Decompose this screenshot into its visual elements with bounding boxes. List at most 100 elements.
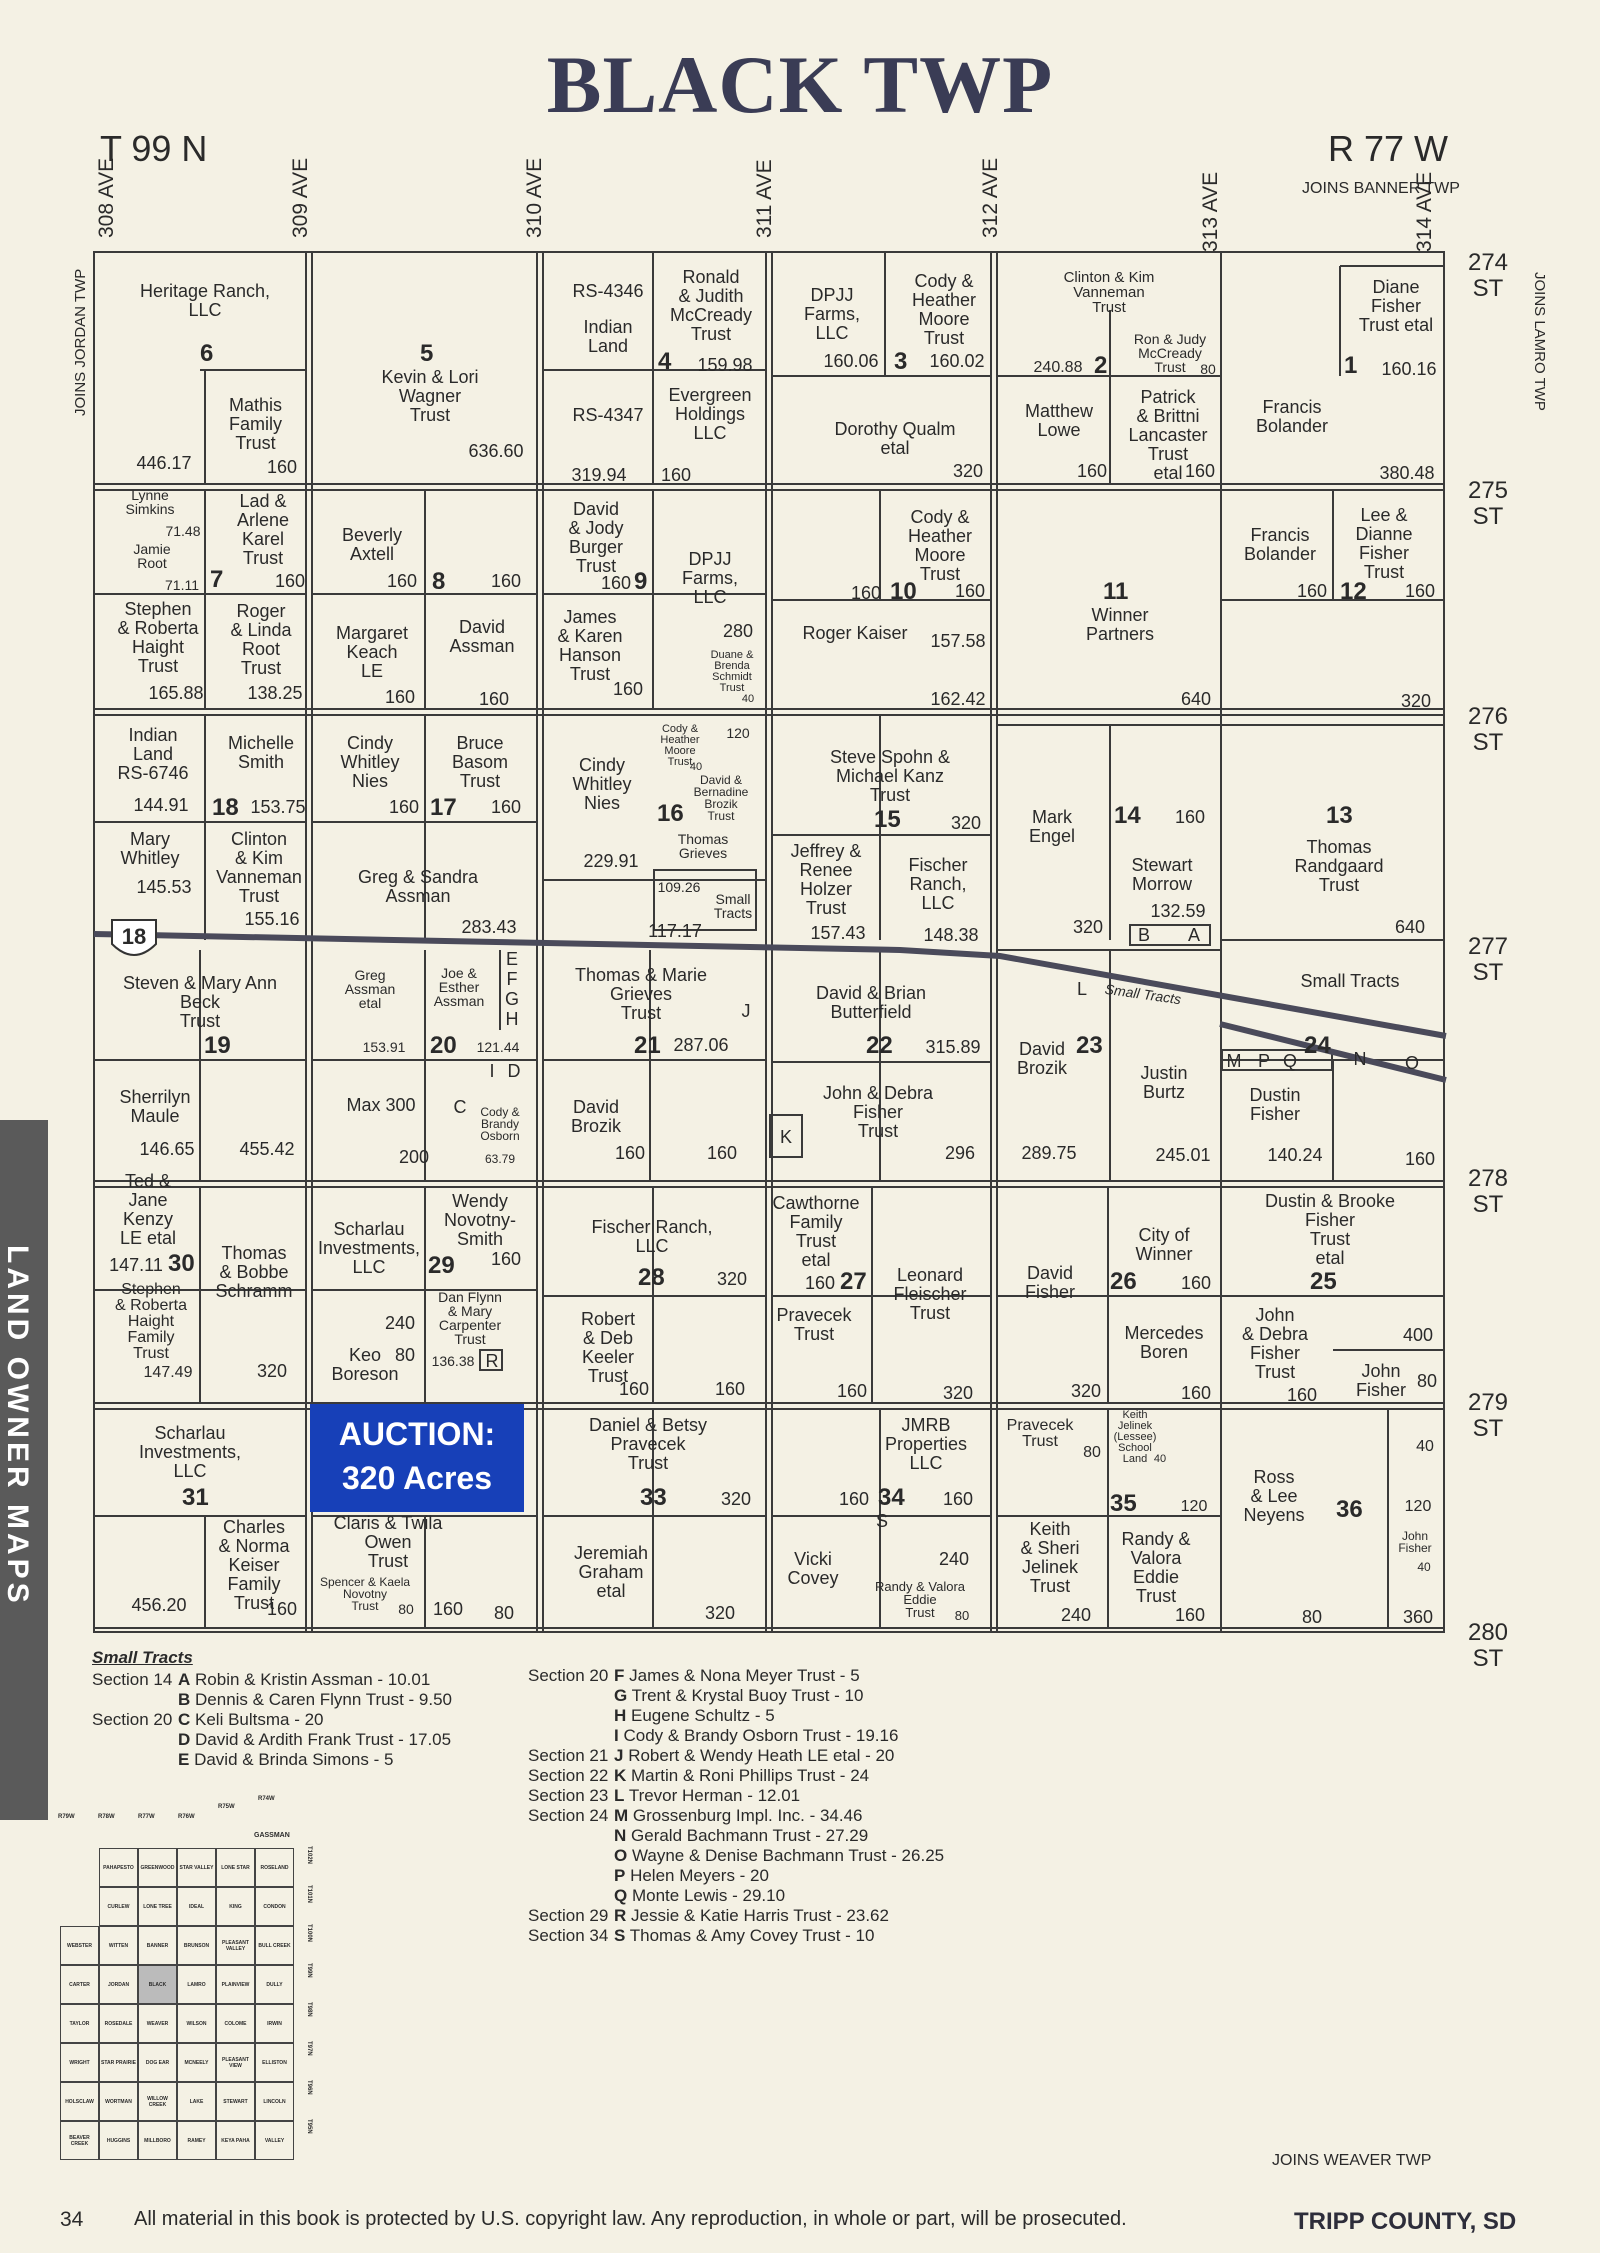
- parcel-owner[interactable]: City of Winner: [1135, 1225, 1193, 1264]
- parcel-owner[interactable]: Thomas & Bobbe Schramm: [215, 1243, 293, 1301]
- parcel-owner[interactable]: Ted & Jane Kenzy LE etal: [119, 1171, 177, 1248]
- parcel-owner[interactable]: Mercedes Boren: [1124, 1323, 1204, 1362]
- parcel-owner[interactable]: David & Bernadine Brozik Trust: [693, 773, 749, 823]
- parcel-owner[interactable]: Jamie Root: [133, 541, 171, 571]
- tract-letter[interactable]: F: [506, 969, 518, 989]
- parcel-owner[interactable]: David & Jody Burger Trust: [568, 499, 624, 576]
- parcel-owner[interactable]: Leonard Fleischer Trust: [893, 1265, 967, 1323]
- parcel-owner[interactable]: Lynne Simkins: [125, 487, 175, 517]
- parcel-owner[interactable]: David Assman: [449, 617, 515, 656]
- parcel-owner[interactable]: Wendy Novotny- Smith: [443, 1191, 517, 1249]
- parcel-owner[interactable]: RS-4346: [572, 281, 644, 301]
- parcel-owner[interactable]: John & Debra Fisher Trust: [1241, 1305, 1309, 1382]
- parcel-owner[interactable]: Dan Flynn & Mary Carpenter Trust: [438, 1289, 502, 1347]
- parcel-owner[interactable]: Ross & Lee Neyens: [1243, 1467, 1305, 1525]
- parcel-owner[interactable]: Joe & Esther Assman: [433, 965, 485, 1009]
- parcel-owner[interactable]: Michelle Smith: [227, 733, 295, 772]
- parcel-owner[interactable]: Scharlau Investments, LLC: [317, 1219, 421, 1277]
- parcel-owner[interactable]: Indian Land: [583, 317, 633, 356]
- parcel-owner[interactable]: Sherrilyn Maule: [119, 1087, 191, 1126]
- parcel-owner[interactable]: Heritage Ranch, LLC: [139, 281, 271, 320]
- tract-letter[interactable]: M: [1226, 1051, 1242, 1071]
- parcel-owner[interactable]: Stephen & Roberta Haight Family Trust: [114, 1281, 188, 1362]
- tract-letter[interactable]: H: [505, 1009, 519, 1029]
- parcel-owner[interactable]: David Fisher: [1024, 1263, 1075, 1302]
- parcel-owner[interactable]: James & Karen Hanson Trust: [557, 607, 623, 684]
- parcel-owner[interactable]: Small Tracts: [713, 891, 753, 921]
- parcel-owner[interactable]: Spencer & Kaela Novotny Trust: [319, 1575, 411, 1613]
- parcel-owner[interactable]: Scharlau Investments, LLC: [138, 1423, 242, 1481]
- parcel-owner[interactable]: Mathis Family Trust: [228, 395, 282, 453]
- parcel-owner[interactable]: David & Brian Butterfield: [815, 983, 927, 1022]
- parcel-owner[interactable]: Cindy Whitley Nies: [572, 755, 632, 813]
- parcel-owner[interactable]: Greg Assman etal: [344, 967, 396, 1011]
- parcel-owner[interactable]: Steve Spohn & Michael Kanz Trust: [829, 747, 951, 805]
- parcel-owner[interactable]: Daniel & Betsy Pravecek Trust: [588, 1415, 708, 1473]
- parcel-owner[interactable]: Cody & Heather Moore Trust: [660, 723, 700, 768]
- parcel-owner[interactable]: Indian Land RS-6746: [117, 725, 189, 783]
- parcel-owner[interactable]: JMRB Properties LLC: [884, 1415, 968, 1473]
- parcel-owner[interactable]: Keo Boreson: [331, 1345, 399, 1384]
- parcel-owner[interactable]: Roger Kaiser: [802, 623, 908, 643]
- parcel-owner[interactable]: Randy & Valora Eddie Trust: [1121, 1529, 1191, 1606]
- tract-letter[interactable]: G: [504, 989, 519, 1009]
- parcel-owner[interactable]: Kevin & Lori Wagner Trust: [381, 367, 479, 425]
- tract-letter[interactable]: B: [1137, 925, 1150, 945]
- parcel-owner[interactable]: Dustin & Brooke Fisher Trust etal: [1264, 1191, 1396, 1268]
- tract-letter[interactable]: E: [505, 949, 518, 969]
- tract-letter[interactable]: A: [1187, 925, 1200, 945]
- parcel-owner[interactable]: Duane & Brenda Schmidt Trust: [710, 649, 754, 694]
- parcel-owner[interactable]: Dustin Fisher: [1249, 1085, 1301, 1124]
- tract-letter[interactable]: S: [875, 1511, 888, 1531]
- parcel-owner[interactable]: Charles & Norma Keiser Family Trust: [218, 1517, 290, 1613]
- parcel-owner[interactable]: Vicki Covey: [787, 1549, 839, 1588]
- parcel-owner[interactable]: Bruce Basom Trust: [451, 733, 509, 791]
- parcel-owner[interactable]: Cody & Heather Moore Trust: [907, 507, 973, 584]
- parcel-owner[interactable]: Winner Partners: [1085, 605, 1155, 644]
- parcel-owner[interactable]: Francis Bolander: [1255, 397, 1329, 436]
- parcel-owner[interactable]: Claris & Twila Owen Trust: [333, 1513, 443, 1571]
- parcel-owner[interactable]: Thomas Randgaard Trust: [1294, 837, 1384, 895]
- tract-letter[interactable]: O: [1404, 1053, 1419, 1073]
- parcel-owner[interactable]: Margaret Keach LE: [335, 623, 409, 681]
- parcel-owner[interactable]: Steven & Mary Ann Beck Trust: [122, 973, 278, 1031]
- parcel-owner[interactable]: Jeremiah Graham etal: [573, 1543, 649, 1601]
- parcel-owner[interactable]: Thomas Grieves: [677, 831, 729, 861]
- parcel-owner[interactable]: Thomas & Marie Grieves Trust: [574, 965, 708, 1023]
- parcel-owner[interactable]: Cawthorne Family Trust etal: [772, 1193, 860, 1270]
- parcel-owner[interactable]: Ronald & Judith McCready Trust: [669, 267, 753, 344]
- parcel-owner[interactable]: Justin Burtz: [1140, 1063, 1188, 1102]
- tract-letter[interactable]: P: [1257, 1051, 1270, 1071]
- parcel-owner[interactable]: Lee & Dianne Fisher Trust: [1355, 505, 1413, 582]
- parcel-owner[interactable]: Ron & Judy McCready Trust: [1133, 331, 1207, 375]
- parcel-owner[interactable]: Lad & Arlene Karel Trust: [236, 491, 290, 568]
- parcel-owner[interactable]: Stephen & Roberta Haight Trust: [117, 599, 199, 676]
- tract-letter[interactable]: R: [485, 1351, 499, 1371]
- parcel-owner[interactable]: Max 300: [346, 1095, 416, 1115]
- parcel-owner[interactable]: Robert & Deb Keeler Trust: [580, 1309, 636, 1386]
- auction-banner[interactable]: AUCTION: 320 Acres: [310, 1404, 524, 1512]
- parcel-owner[interactable]: Fischer Ranch, LLC: [591, 1217, 713, 1256]
- parcel-owner[interactable]: Clinton & Kim Vanneman Trust: [216, 829, 302, 906]
- parcel-owner[interactable]: John Fisher: [1398, 1529, 1432, 1555]
- tract-letter[interactable]: I: [489, 1061, 495, 1081]
- parcel-owner[interactable]: Cody & Brandy Osborn: [480, 1105, 520, 1143]
- parcel-owner[interactable]: Jeffrey & Renee Holzer Trust: [790, 841, 862, 918]
- parcel-owner[interactable]: Diane Fisher Trust etal: [1358, 277, 1434, 335]
- parcel-owner[interactable]: RS-4347: [572, 405, 644, 425]
- parcel-owner[interactable]: Evergreen Holdings LLC: [668, 385, 752, 443]
- tract-letter[interactable]: J: [741, 1001, 751, 1021]
- parcel-owner[interactable]: Francis Bolander: [1243, 525, 1317, 564]
- parcel-owner[interactable]: Fischer Ranch, LLC: [908, 855, 968, 913]
- parcel-owner[interactable]: Beverly Axtell: [341, 525, 403, 564]
- tract-letter[interactable]: K: [779, 1127, 792, 1147]
- parcel-owner[interactable]: Dorothy Qualm etal: [834, 419, 956, 458]
- parcel-owner[interactable]: Keith & Sheri Jelinek Trust: [1020, 1519, 1080, 1596]
- parcel-owner[interactable]: DPJJ Farms, LLC: [682, 549, 738, 607]
- tract-letter[interactable]: D: [507, 1061, 521, 1081]
- parcel-owner[interactable]: Cindy Whitley Nies: [340, 733, 400, 791]
- tract-letter[interactable]: N: [1353, 1049, 1367, 1069]
- parcel-owner[interactable]: Patrick & Brittni Lancaster Trust etal: [1128, 387, 1208, 483]
- parcel-owner[interactable]: Clinton & Kim Vanneman Trust: [1063, 269, 1155, 316]
- parcel-owner[interactable]: John Fisher: [1355, 1361, 1406, 1400]
